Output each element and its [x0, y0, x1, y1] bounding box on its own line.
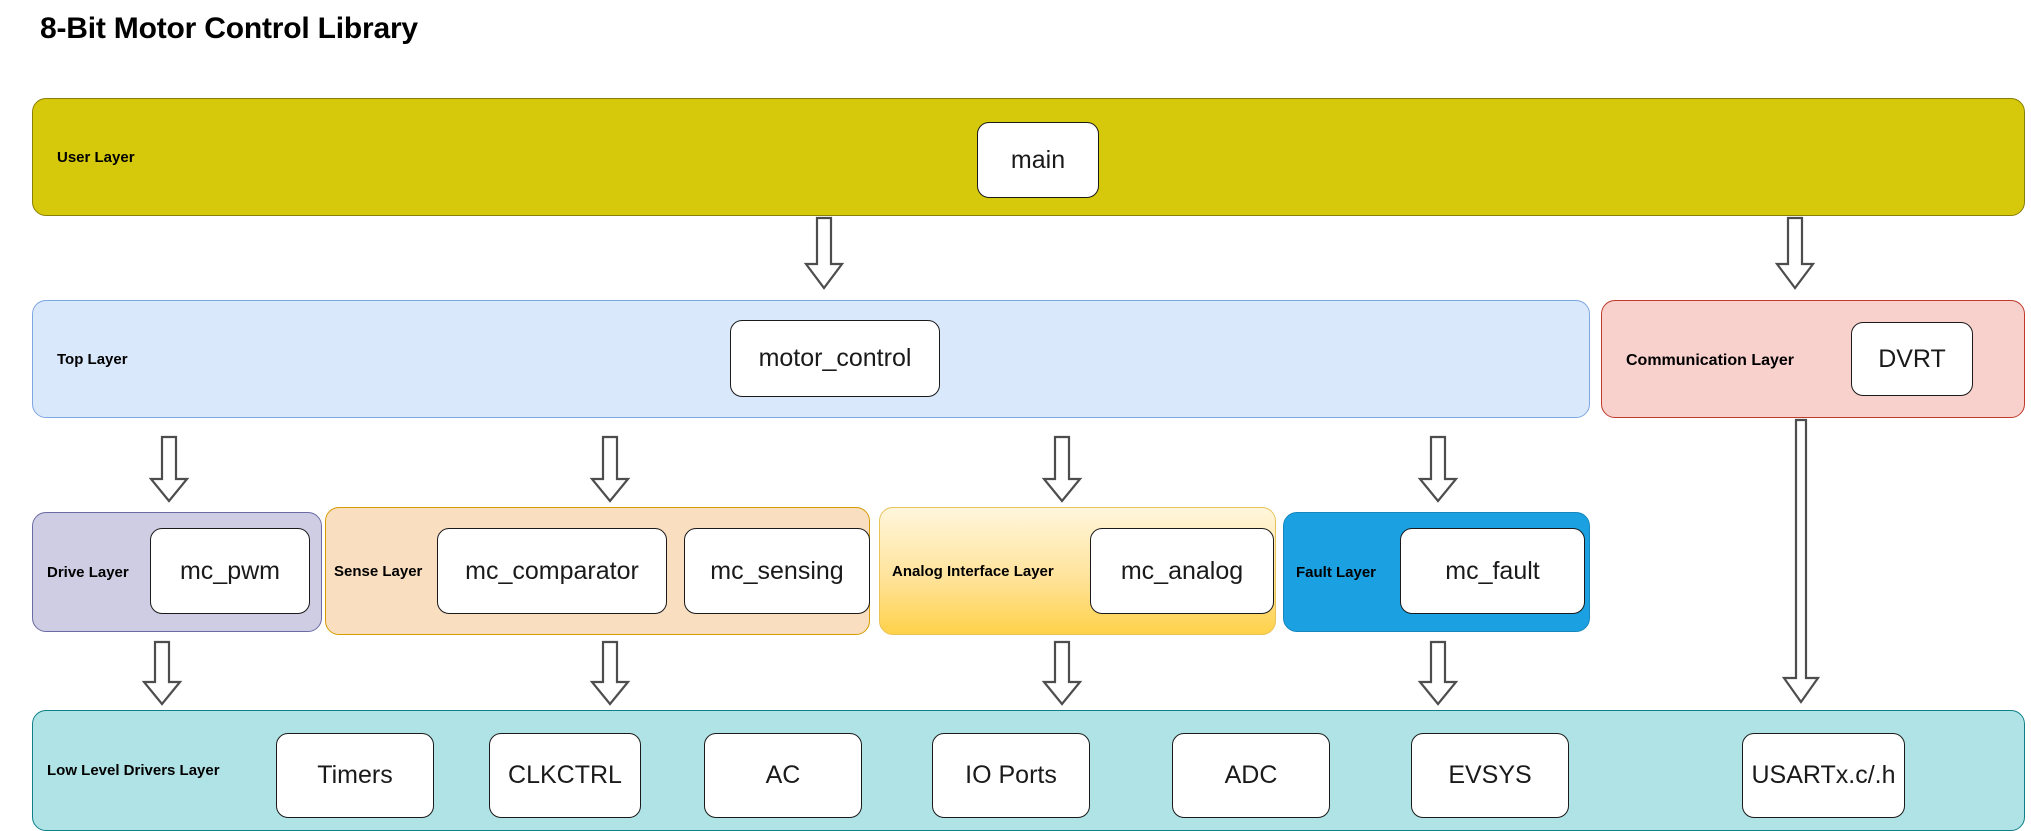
- layer-fault-label: Fault Layer: [1296, 564, 1377, 581]
- node-mc-comparator[interactable]: mc_comparator: [437, 528, 667, 614]
- node-main[interactable]: main: [977, 122, 1099, 198]
- arrow-drive-to-low-level: [141, 640, 183, 706]
- arrow-analog-to-low-level: [1041, 640, 1083, 706]
- node-mc-pwm[interactable]: mc_pwm: [150, 528, 310, 614]
- page-title: 8-Bit Motor Control Library: [40, 12, 418, 45]
- layer-communication-label: Communication Layer: [1626, 352, 1795, 369]
- arrow-communication-to-low-level: [1781, 418, 1821, 704]
- arrow-top-to-analog: [1041, 435, 1083, 503]
- node-adc[interactable]: ADC: [1172, 733, 1330, 818]
- node-evsys[interactable]: EVSYS: [1411, 733, 1569, 818]
- layer-top-label: Top Layer: [57, 351, 128, 368]
- node-motor-control[interactable]: motor_control: [730, 320, 940, 397]
- node-mc-fault[interactable]: mc_fault: [1400, 528, 1585, 614]
- layer-user-label: User Layer: [57, 149, 135, 166]
- node-clkctrl[interactable]: CLKCTRL: [489, 733, 641, 818]
- layer-low-level-label: Low Level Drivers Layer: [47, 762, 220, 779]
- node-mc-analog[interactable]: mc_analog: [1090, 528, 1274, 614]
- node-io-ports[interactable]: IO Ports: [932, 733, 1090, 818]
- layer-top: Top Layer: [32, 300, 1590, 418]
- arrow-sense-to-low-level: [589, 640, 631, 706]
- arrow-user-to-top: [803, 216, 845, 290]
- arrow-fault-to-low-level: [1417, 640, 1459, 706]
- arrow-top-to-fault: [1417, 435, 1459, 503]
- arrow-top-to-drive: [148, 435, 190, 503]
- layer-sense-label: Sense Layer: [334, 563, 423, 580]
- node-usartx[interactable]: USARTx.c/.h: [1742, 733, 1905, 818]
- layer-drive-label: Drive Layer: [47, 564, 129, 581]
- arrow-user-to-communication: [1774, 216, 1816, 290]
- node-timers[interactable]: Timers: [276, 733, 434, 818]
- node-mc-sensing[interactable]: mc_sensing: [684, 528, 870, 614]
- layer-analog-label: Analog Interface Layer: [892, 563, 1054, 580]
- arrow-top-to-sense: [589, 435, 631, 503]
- node-ac[interactable]: AC: [704, 733, 862, 818]
- node-dvrt[interactable]: DVRT: [1851, 322, 1973, 396]
